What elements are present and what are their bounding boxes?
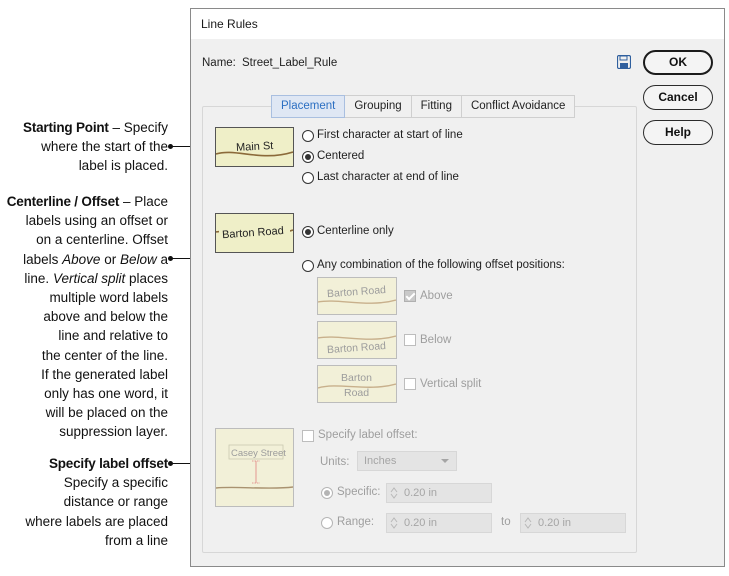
radio-first-character[interactable] (302, 130, 314, 142)
label-offset-thumbnail: Casey Street (215, 428, 294, 507)
range-from-stepper[interactable]: 0.20 in (386, 513, 492, 533)
dialog-titlebar: Line Rules (191, 9, 724, 39)
checkbox-above[interactable] (404, 290, 416, 302)
line-rules-dialog: Line Rules Name: Street_Label_Rule OK Ca… (190, 8, 725, 567)
vertical-split-thumbnail: Barton Road (317, 365, 397, 403)
range-label: Range: (337, 516, 375, 528)
radio-any-combination[interactable] (302, 260, 314, 272)
checkbox-specify-offset[interactable] (302, 430, 314, 442)
option-above: Above (420, 290, 453, 302)
ok-button[interactable]: OK (643, 50, 713, 75)
range-from-value: 0.20 in (404, 517, 438, 529)
stepper-arrows-icon[interactable] (390, 517, 398, 529)
annotation-title: Starting Point (23, 120, 109, 135)
range-to-label: to (501, 516, 511, 528)
help-button[interactable]: Help (643, 120, 713, 145)
annotation-centerline-offset: Centerline / Offset – Place labels using… (6, 194, 168, 440)
thumb-text: Barton Road (327, 340, 387, 356)
tab-bar: Placement Grouping Fitting Conflict Avoi… (271, 95, 576, 118)
option-below: Below (420, 334, 452, 346)
radio-centerline-only[interactable] (302, 226, 314, 238)
save-icon[interactable] (616, 54, 632, 70)
checkbox-below[interactable] (404, 334, 416, 346)
tab-fitting[interactable]: Fitting (411, 95, 462, 118)
thumb-text: Barton Road (327, 284, 387, 300)
name-label: Name: (202, 57, 236, 69)
range-to-stepper[interactable]: 0.20 in (520, 513, 626, 533)
thumb-text: Road (344, 387, 369, 399)
specific-value-stepper[interactable]: 0.20 in (386, 483, 492, 503)
range-to-value: 0.20 in (538, 517, 572, 529)
option-specify-offset: Specify label offset: (318, 429, 418, 441)
annotation-specify-offset: Specify label offset Specify a specific … (25, 456, 168, 548)
tab-placement[interactable]: Placement (271, 95, 346, 118)
tab-conflict-avoidance[interactable]: Conflict Avoidance (461, 95, 576, 118)
specific-label: Specific: (337, 486, 381, 498)
dialog-title: Line Rules (201, 17, 258, 31)
thumb-text: Barton Road (222, 225, 284, 241)
below-thumbnail: Barton Road (317, 321, 397, 359)
thumb-text: Barton (341, 372, 372, 384)
above-thumbnail: Barton Road (317, 277, 397, 315)
chevron-down-icon (441, 459, 449, 463)
option-vertical-split: Vertical split (420, 378, 482, 390)
radio-range[interactable] (321, 517, 333, 529)
thumb-text: Casey Street (231, 448, 286, 459)
option-last-character: Last character at end of line (317, 171, 459, 183)
units-select[interactable]: Inches (357, 451, 457, 471)
thumb-text: Main St (236, 140, 274, 154)
stepper-arrows-icon[interactable] (390, 487, 398, 499)
radio-last-character[interactable] (302, 172, 314, 184)
option-first-character: First character at start of line (317, 129, 463, 141)
radio-specific[interactable] (321, 487, 333, 499)
option-any-combination: Any combination of the following offset … (317, 259, 565, 271)
radio-centered[interactable] (302, 151, 314, 163)
annotation-starting-point: Starting Point – Specify where the start… (23, 120, 168, 174)
option-centerline-only: Centerline only (317, 225, 394, 237)
option-centered: Centered (317, 150, 365, 162)
tab-grouping[interactable]: Grouping (345, 95, 412, 118)
name-value: Street_Label_Rule (242, 57, 338, 69)
centerline-thumbnail: Barton Road (215, 213, 294, 253)
units-label: Units: (320, 456, 350, 468)
cancel-button[interactable]: Cancel (643, 85, 713, 110)
stepper-arrows-icon[interactable] (524, 517, 532, 529)
checkbox-vertical-split[interactable] (404, 378, 416, 390)
units-value: Inches (364, 455, 397, 467)
starting-point-thumbnail: Main St (215, 127, 294, 167)
specific-value: 0.20 in (404, 487, 438, 499)
